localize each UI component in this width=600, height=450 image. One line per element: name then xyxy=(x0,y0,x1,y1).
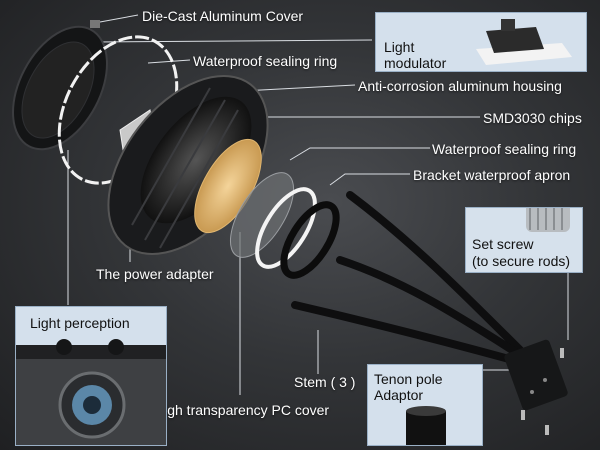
light-perception-card: Light perception xyxy=(15,306,167,446)
label-sealing-ring-2: Waterproof sealing ring xyxy=(432,141,577,157)
sealing-ring-2-shape xyxy=(255,187,317,269)
light-modulator-card: Light modulator xyxy=(375,12,587,72)
label-stem: Stem ( 3 ) xyxy=(294,374,356,390)
light-perception-label: Light perception xyxy=(30,315,130,331)
light-sensor-image xyxy=(16,339,166,445)
tenon-line2: Adaptor xyxy=(374,387,424,403)
label-smd-chips: SMD3030 chips xyxy=(483,110,582,126)
label-aluminum-housing: Anti-corrosion aluminum housing xyxy=(358,78,562,94)
tenon-line1: Tenon pole xyxy=(374,371,443,387)
modulator-image xyxy=(476,19,572,65)
label-pc-cover: High transparency PC cover xyxy=(154,402,330,418)
modulator-label-line2: modulator xyxy=(384,55,447,71)
set-screw-line2: (to secure rods) xyxy=(472,253,571,269)
die-cast-cover-shape xyxy=(12,20,108,151)
bracket-apron-shape xyxy=(280,201,340,279)
label-sealing-ring-1: Waterproof sealing ring xyxy=(193,53,338,69)
aluminum-housing-shape xyxy=(107,75,269,255)
label-power-adapter: The power adapter xyxy=(96,266,214,282)
set-screw-line1: Set screw xyxy=(472,236,534,252)
set-screw-card: Set screw (to secure rods) xyxy=(465,207,583,273)
pc-cover-shape xyxy=(229,172,295,258)
stems-shape xyxy=(291,191,524,366)
tenon-adaptor-card: Tenon pole Adaptor xyxy=(367,364,483,446)
label-bracket-apron: Bracket waterproof apron xyxy=(413,167,571,183)
tenon-adaptor-shape xyxy=(504,339,568,435)
set-screw-image xyxy=(526,208,570,232)
label-die-cast-cover: Die-Cast Aluminum Cover xyxy=(142,8,304,24)
modulator-label-line1: Light xyxy=(384,39,415,55)
tenon-image xyxy=(406,406,446,445)
